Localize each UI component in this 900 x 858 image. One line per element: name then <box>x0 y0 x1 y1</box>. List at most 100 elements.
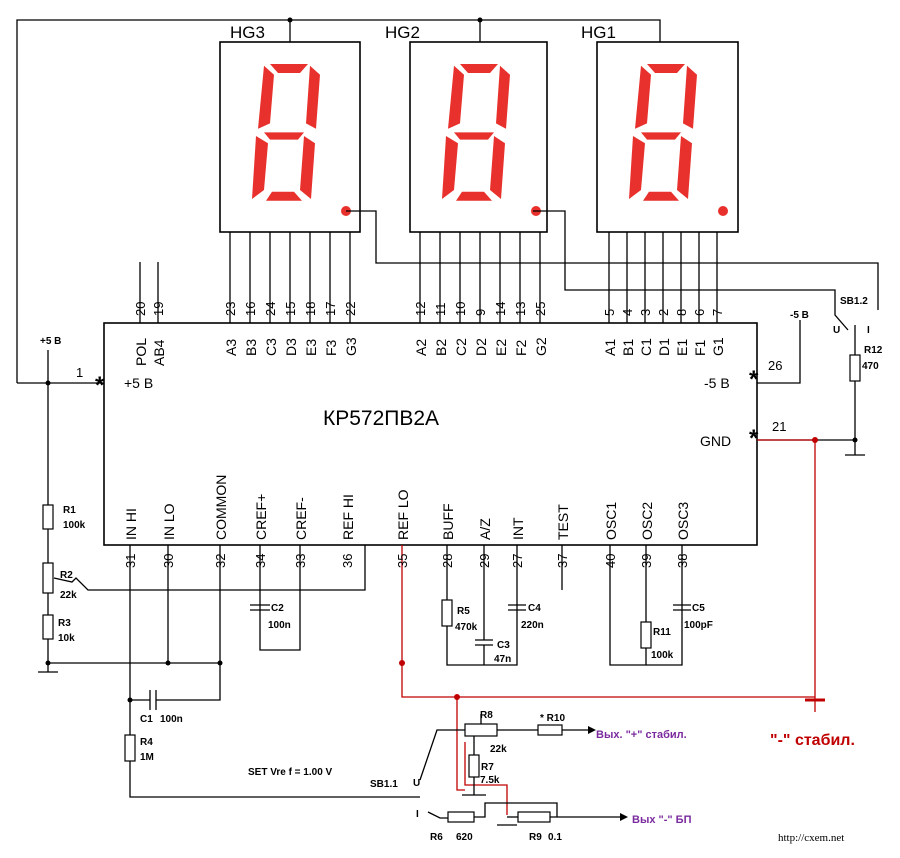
svg-text:C2: C2 <box>271 603 284 614</box>
segment-g <box>264 132 304 140</box>
segment-a <box>647 64 685 73</box>
output-plus-label: Вых. "+" стабил. <box>596 729 687 741</box>
pin-labels: 23A316B324C315D318E317F322G312A211B210C2… <box>123 302 726 568</box>
pin-name: A1 <box>602 339 618 356</box>
pin-number: 12 <box>413 302 428 316</box>
oscillator-network <box>609 545 691 666</box>
svg-text:I: I <box>416 809 419 820</box>
pin-name: C1 <box>638 338 654 356</box>
segment-a <box>460 64 498 73</box>
segment-f <box>635 65 651 129</box>
pin-number: 3 <box>638 309 653 316</box>
pin-number: 39 <box>639 554 654 568</box>
svg-text:100n: 100n <box>160 714 183 725</box>
pin-21-label: 21 <box>772 419 786 434</box>
pin-name: D1 <box>656 338 672 356</box>
svg-text:R4: R4 <box>140 737 153 748</box>
svg-text:R5: R5 <box>457 606 470 617</box>
stabilizer-net <box>399 437 825 815</box>
pin-name: OSC3 <box>675 502 691 540</box>
svg-text:-5 B: -5 B <box>790 310 809 321</box>
svg-text:47n: 47n <box>494 654 511 665</box>
svg-text:C1: C1 <box>140 714 153 725</box>
svg-text:470: 470 <box>862 361 879 372</box>
pin-1-label: 1 <box>76 365 83 380</box>
svg-text:C5: C5 <box>692 603 705 614</box>
pin-number: 6 <box>692 309 707 316</box>
pin-name: F3 <box>323 339 339 356</box>
svg-text:*: * <box>749 366 759 393</box>
digit-1 <box>252 64 351 216</box>
segment-b <box>496 65 510 129</box>
pin-number: 40 <box>603 554 618 568</box>
pin-name: CREF+ <box>253 494 269 540</box>
pin-number: 15 <box>283 302 298 316</box>
segment-c <box>490 136 505 199</box>
pin-number: 37 <box>555 554 570 568</box>
pin-number: 24 <box>263 302 278 316</box>
chip-pos-supply: +5 B <box>124 375 153 391</box>
svg-text:U: U <box>413 778 420 789</box>
svg-text:R6: R6 <box>430 832 443 843</box>
pin-number: 22 <box>343 302 358 316</box>
svg-text:SET Vre f = 1.00 V: SET Vre f = 1.00 V <box>248 767 333 778</box>
pin-number: 7 <box>710 309 725 316</box>
pin-name: E3 <box>303 339 319 356</box>
pin-number: 8 <box>674 309 689 316</box>
pin-name: TEST <box>555 504 571 540</box>
pin-number: 2 <box>656 309 671 316</box>
pin-number: 17 <box>323 302 338 316</box>
svg-text:R8: R8 <box>480 710 493 721</box>
svg-text:22k: 22k <box>490 744 507 755</box>
pin-name: REF HI <box>340 494 356 540</box>
pin-number: 31 <box>123 554 138 568</box>
segment-b <box>683 65 697 129</box>
segment-d <box>643 191 679 201</box>
svg-text:R7: R7 <box>481 762 494 773</box>
svg-text:100pF: 100pF <box>684 620 713 631</box>
pin-name: G3 <box>343 337 359 356</box>
segment-e <box>629 136 645 199</box>
right-network <box>757 320 865 456</box>
pin-number: 16 <box>243 302 258 316</box>
segment-d <box>266 191 302 201</box>
digit-3 <box>629 64 728 216</box>
decimal-point <box>718 206 728 216</box>
left-supply-label: +5 B <box>40 336 61 347</box>
footer-url: http://cxem.net <box>778 832 844 844</box>
svg-text:R2: R2 <box>60 570 73 581</box>
pin-name: OSC1 <box>603 502 619 540</box>
hg1-label: HG1 <box>581 23 616 42</box>
pin-number: 9 <box>473 309 488 316</box>
pin-name: A3 <box>223 339 239 356</box>
pin-name: G2 <box>533 337 549 356</box>
svg-text:R11: R11 <box>653 627 671 638</box>
chip-gnd: GND <box>700 433 731 449</box>
pin-name: A/Z <box>477 518 493 540</box>
hg3-label: HG3 <box>230 23 265 42</box>
pin-name: IN LO <box>161 503 177 540</box>
svg-text:U: U <box>833 325 840 336</box>
pin-number: 35 <box>395 554 410 568</box>
segment-c <box>677 136 692 199</box>
svg-text:0.1: 0.1 <box>548 832 562 843</box>
svg-text:C3: C3 <box>497 640 510 651</box>
svg-text:620: 620 <box>456 832 473 843</box>
chip-name: КР572ПВ2А <box>323 407 439 430</box>
svg-text:SB1.2: SB1.2 <box>840 296 868 307</box>
pin-name: B2 <box>433 339 449 356</box>
svg-text:I: I <box>867 325 870 336</box>
svg-text:C4: C4 <box>528 603 541 614</box>
segment-f <box>448 65 464 129</box>
segment-f <box>258 65 274 129</box>
svg-text:SB1.1: SB1.1 <box>370 779 398 790</box>
svg-text:R3: R3 <box>58 618 71 629</box>
pin-name: OSC2 <box>639 502 655 540</box>
pin-number: 23 <box>223 302 238 316</box>
segment-d <box>456 191 492 201</box>
svg-text:470k: 470k <box>455 622 478 633</box>
pin-name: INT <box>510 517 526 540</box>
pin-name: REF LO <box>395 489 411 540</box>
